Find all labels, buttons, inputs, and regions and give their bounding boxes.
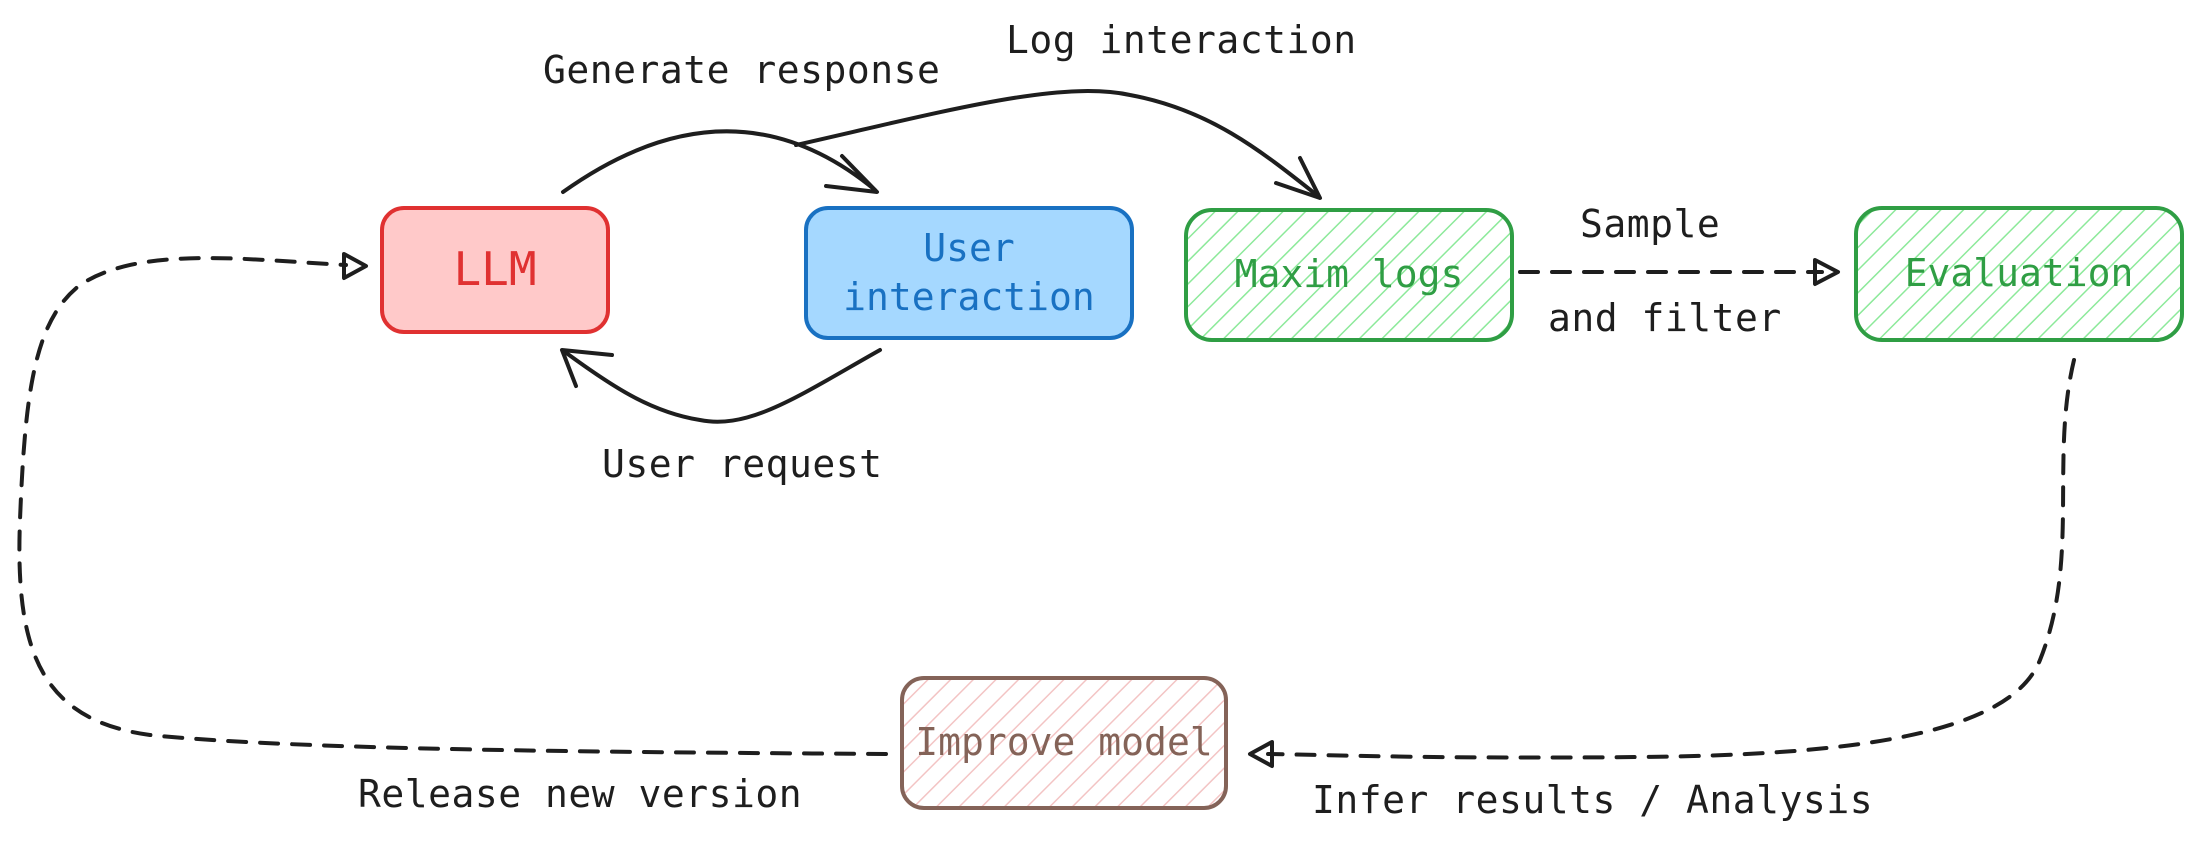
generate-response-label: Generate response [543,48,941,92]
maxim-logs-box[interactable] [1184,208,1514,342]
generate-response-arrow [561,129,877,194]
maxim-logs-label: Maxim logs [1234,252,1464,297]
maxim-logs-node-label: Maxim logs [1186,210,1512,340]
user-interaction-node-label: User interaction [806,208,1132,338]
evaluation-label: Evaluation [1904,251,2134,296]
sample-filter-arrowhead [1813,258,1840,286]
generate-response-arrowhead [824,154,879,194]
log-interaction-label: Log interaction [1006,18,1357,62]
log-interaction-arrow [794,89,1320,198]
release-version-arrow [17,256,888,756]
infer-results-label: Infer results / Analysis [1312,778,1874,822]
user-interaction-label-line2: interaction [843,275,1095,319]
release-version-arrowhead [342,252,368,280]
user-interaction-label-line1: User [923,225,1015,270]
llm-node-label: LLM [382,208,608,332]
infer-results-arrowhead [1248,740,1274,768]
user-request-label: User request [602,442,883,486]
improve-model-label: Improve model [915,720,1213,765]
evaluation-box[interactable] [1854,206,2184,342]
log-interaction-arrowhead [1274,156,1322,200]
user-request-arrow [563,348,882,424]
llm-box[interactable] [380,206,610,334]
infer-results-arrow [1266,358,2076,760]
user-interaction-box[interactable] [804,206,1134,340]
user-request-arrowhead [560,348,614,388]
evaluation-node-label: Evaluation [1856,208,2182,340]
release-new-version-label: Release new version [358,772,803,816]
and-filter-label: and filter [1548,296,1782,340]
llm-label: LLM [453,242,537,297]
improve-model-node-label: Improve model [902,678,1226,808]
sample-label: Sample [1580,202,1721,246]
improve-model-box[interactable] [900,676,1228,810]
